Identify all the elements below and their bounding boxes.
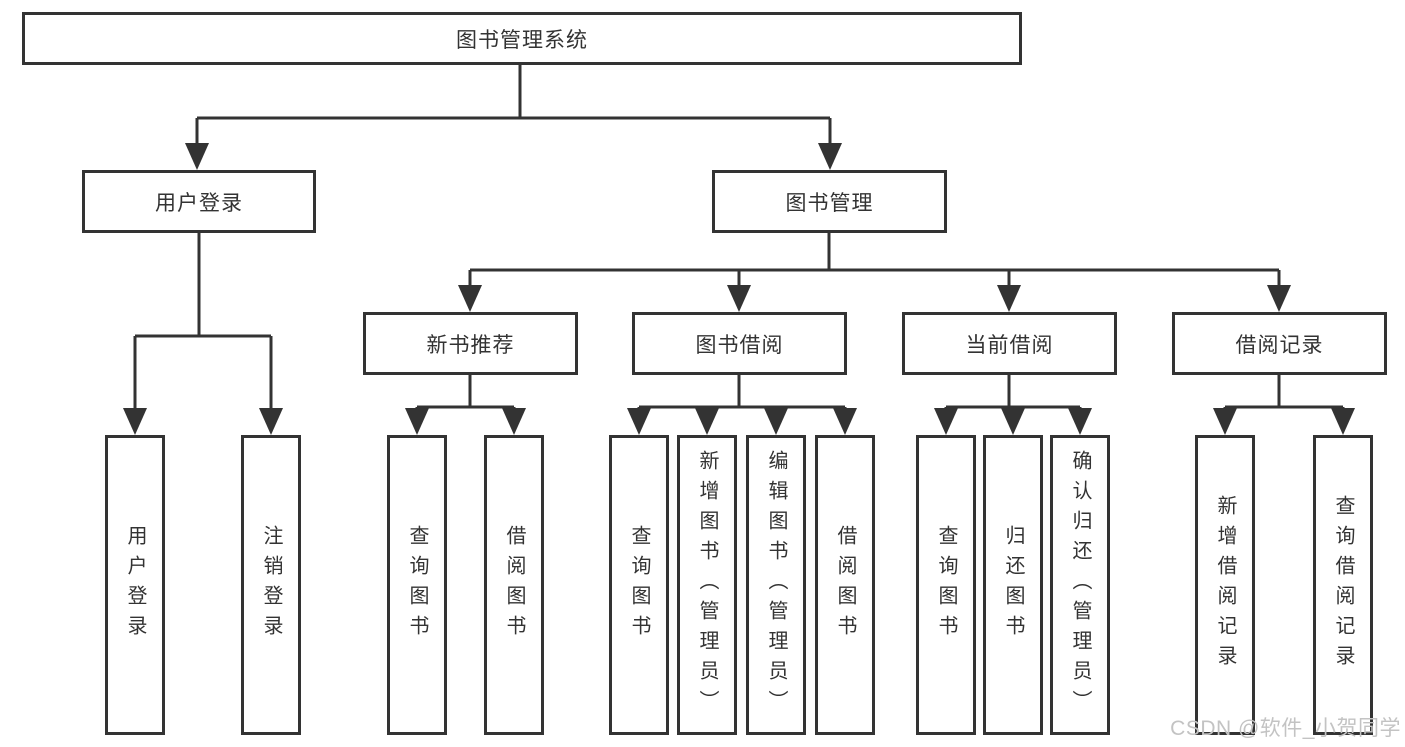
node-leaf-edit-books-admin-label: 编辑图书（管理员） xyxy=(765,450,787,720)
connector-user-login-children xyxy=(123,233,283,435)
node-current-borrowing-label: 当前借阅 xyxy=(965,333,1054,357)
node-leaf-query-books-current: 查询图书 xyxy=(916,435,976,735)
node-leaf-query-books-borrowing-label: 查询图书 xyxy=(628,525,650,645)
node-user-login-label: 用户登录 xyxy=(155,191,243,215)
node-leaf-confirm-return-admin-label: 确认归还（管理员） xyxy=(1069,450,1091,720)
node-leaf-borrow-books-label: 借阅图书 xyxy=(834,525,856,645)
node-root-label: 图书管理系统 xyxy=(456,28,588,52)
connector-root-to-level2 xyxy=(185,65,842,170)
node-book-management: 图书管理 xyxy=(712,170,947,233)
node-leaf-edit-books-admin: 编辑图书（管理员） xyxy=(746,435,806,735)
node-borrowing-records-label: 借阅记录 xyxy=(1235,333,1324,357)
node-book-borrowing-label: 图书借阅 xyxy=(695,333,784,357)
node-new-book-recommend-label: 新书推荐 xyxy=(426,333,515,357)
node-leaf-logout: 注销登录 xyxy=(241,435,301,735)
node-leaf-query-borrow-record: 查询借阅记录 xyxy=(1313,435,1373,735)
connector-book-management-to-level3 xyxy=(458,233,1291,312)
node-leaf-query-books-recommend-label: 查询图书 xyxy=(406,525,428,645)
node-leaf-return-books: 归还图书 xyxy=(983,435,1043,735)
node-new-book-recommend: 新书推荐 xyxy=(363,312,578,375)
node-leaf-add-books-admin-label: 新增图书（管理员） xyxy=(696,450,718,720)
node-book-management-label: 图书管理 xyxy=(785,191,874,215)
node-leaf-user-login-label: 用户登录 xyxy=(124,525,146,645)
node-leaf-add-borrow-record: 新增借阅记录 xyxy=(1195,435,1255,735)
connector-borrowing-records-children xyxy=(1213,375,1355,435)
connector-current-borrowing-children xyxy=(934,375,1092,435)
node-leaf-confirm-return-admin: 确认归还（管理员） xyxy=(1050,435,1110,735)
connector-new-book-recommend-children xyxy=(405,375,526,435)
node-leaf-borrow-books-recommend-label: 借阅图书 xyxy=(503,525,525,645)
node-leaf-query-books-borrowing: 查询图书 xyxy=(609,435,669,735)
node-leaf-add-books-admin: 新增图书（管理员） xyxy=(677,435,737,735)
node-user-login: 用户登录 xyxy=(82,170,316,233)
node-book-borrowing: 图书借阅 xyxy=(632,312,847,375)
node-leaf-borrow-books-recommend: 借阅图书 xyxy=(484,435,544,735)
node-leaf-query-books-recommend: 查询图书 xyxy=(387,435,447,735)
node-borrowing-records: 借阅记录 xyxy=(1172,312,1387,375)
node-leaf-query-borrow-record-label: 查询借阅记录 xyxy=(1332,495,1354,675)
node-leaf-add-borrow-record-label: 新增借阅记录 xyxy=(1214,495,1236,675)
csdn-watermark: CSDN @软件_小贺同学 xyxy=(1170,717,1401,740)
node-leaf-logout-label: 注销登录 xyxy=(260,525,282,645)
node-current-borrowing: 当前借阅 xyxy=(902,312,1117,375)
node-leaf-return-books-label: 归还图书 xyxy=(1002,525,1024,645)
node-leaf-borrow-books: 借阅图书 xyxy=(815,435,875,735)
connector-book-borrowing-children xyxy=(627,375,857,435)
node-leaf-query-books-current-label: 查询图书 xyxy=(935,525,957,645)
node-root-system: 图书管理系统 xyxy=(22,12,1022,65)
node-leaf-user-login: 用户登录 xyxy=(105,435,165,735)
